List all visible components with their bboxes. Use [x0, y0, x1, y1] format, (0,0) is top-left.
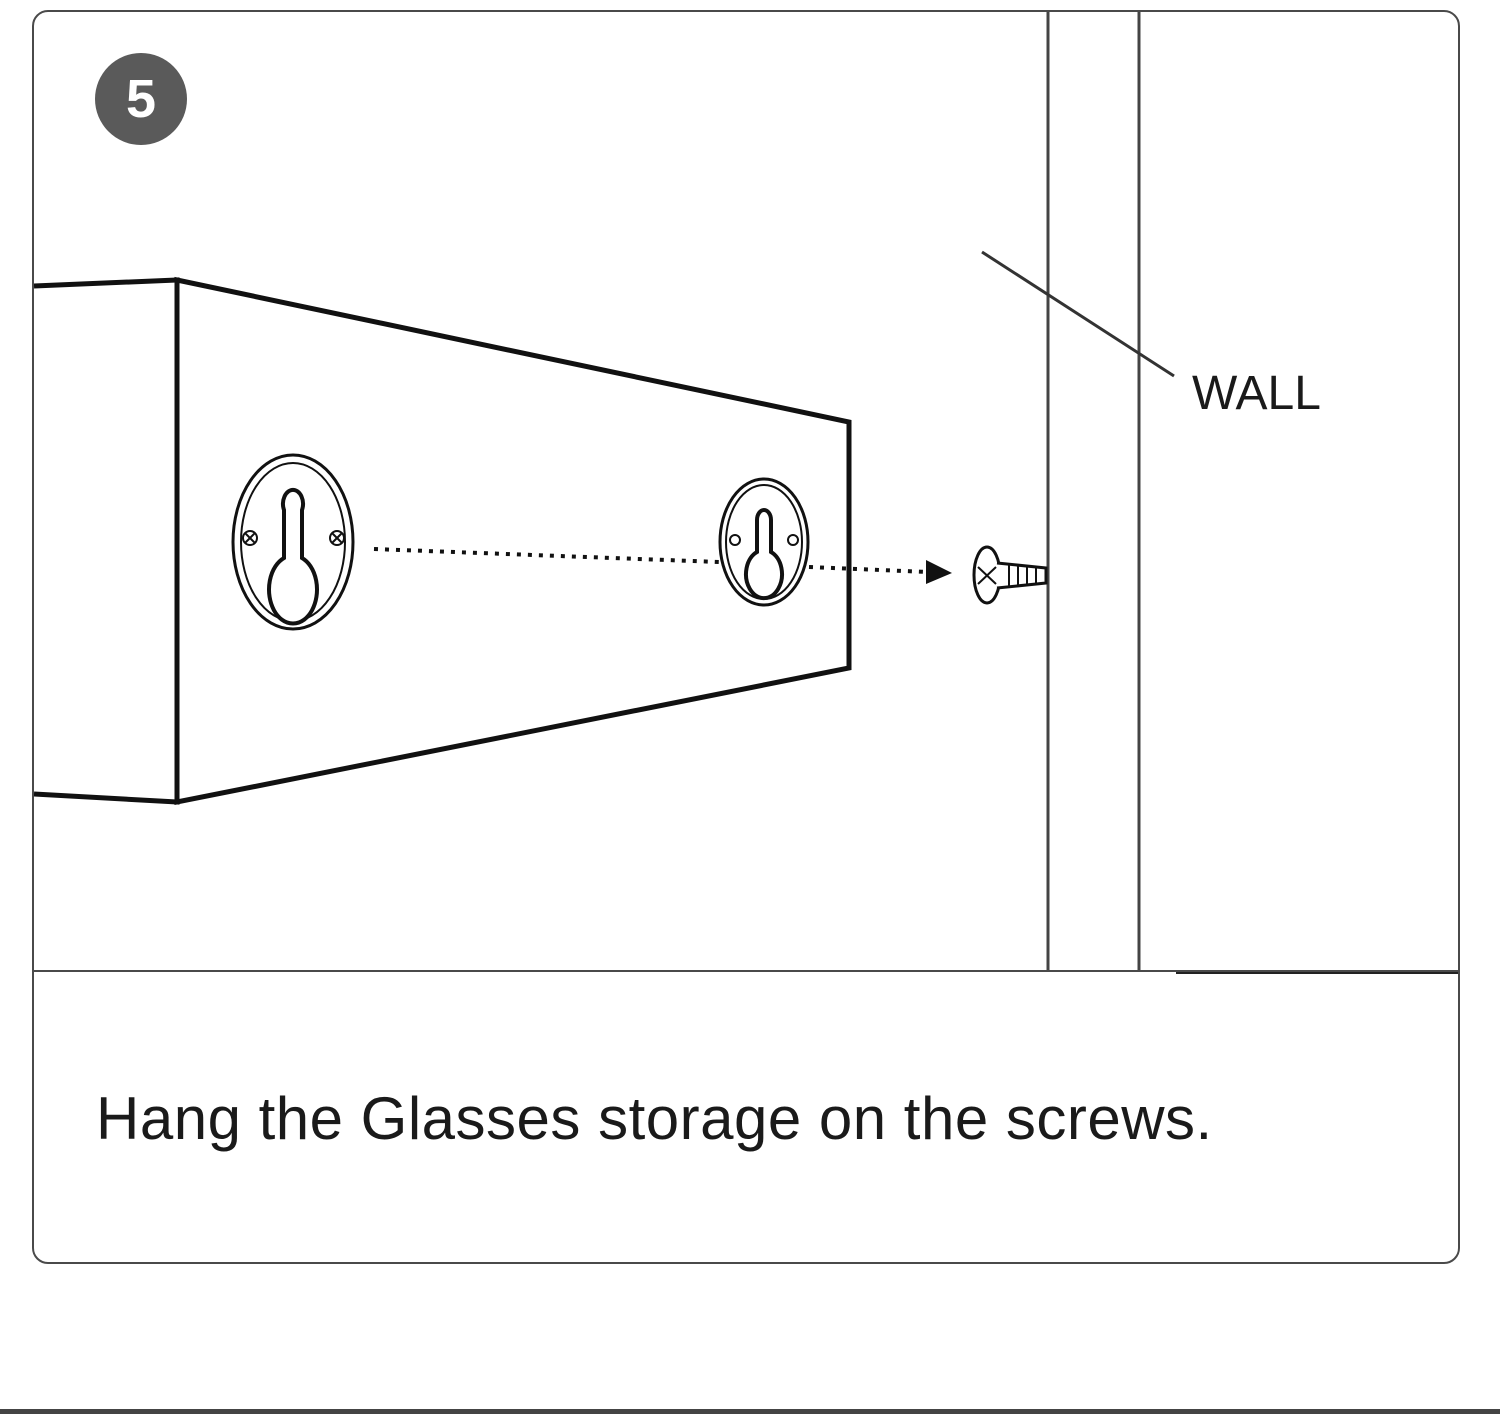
wall-callout: WALL [981, 250, 1321, 420]
arrow-right-icon [926, 560, 952, 584]
wall-label: WALL [1192, 367, 1321, 420]
box-side-face [34, 277, 180, 805]
keyhole-hanger-icon [718, 477, 810, 607]
box-back-face [174, 276, 852, 806]
instruction-card: 5 WALL [32, 10, 1460, 1264]
step-badge: 5 [95, 53, 187, 145]
alignment-guide [373, 547, 952, 584]
instruction-caption: Hang the Glasses storage on the screws. [96, 1085, 1213, 1152]
wall [1046, 12, 1458, 974]
mounting-illustration: 5 WALL [34, 12, 1458, 974]
screw-icon [972, 545, 1048, 605]
bottom-rule [0, 1409, 1500, 1414]
glasses-storage-box [34, 276, 852, 806]
wall-leader-line [981, 250, 1175, 378]
step-badge-circle [95, 53, 187, 145]
step-number: 5 [126, 69, 156, 129]
caption-divider [34, 970, 1458, 972]
keyhole-hanger-icon [231, 453, 355, 631]
